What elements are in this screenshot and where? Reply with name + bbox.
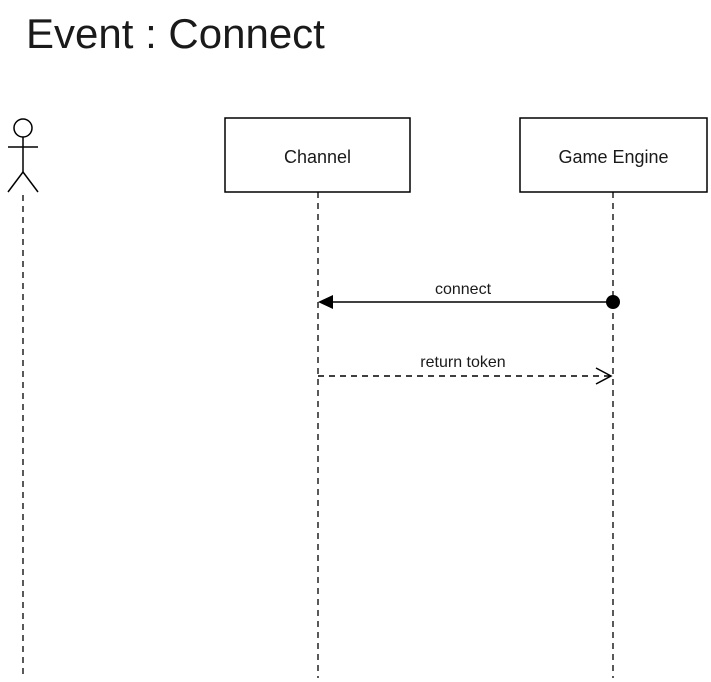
message-connect: connect: [318, 281, 620, 309]
filled-arrowhead-icon: [318, 295, 333, 309]
actor-icon: [7, 118, 39, 193]
message-connect-label: connect: [435, 281, 492, 298]
open-arrowhead-icon: [595, 367, 613, 385]
participant-channel-label: Channel: [284, 147, 351, 167]
participant-game-engine-label: Game Engine: [558, 147, 668, 167]
participant-game-engine: Game Engine: [519, 117, 708, 193]
start-dot-icon: [606, 295, 620, 309]
message-return-token-label: return token: [420, 354, 505, 371]
message-return-token: return token: [318, 354, 613, 385]
diagram-title: Event : Connect: [26, 10, 325, 57]
participant-channel: Channel: [224, 117, 411, 193]
